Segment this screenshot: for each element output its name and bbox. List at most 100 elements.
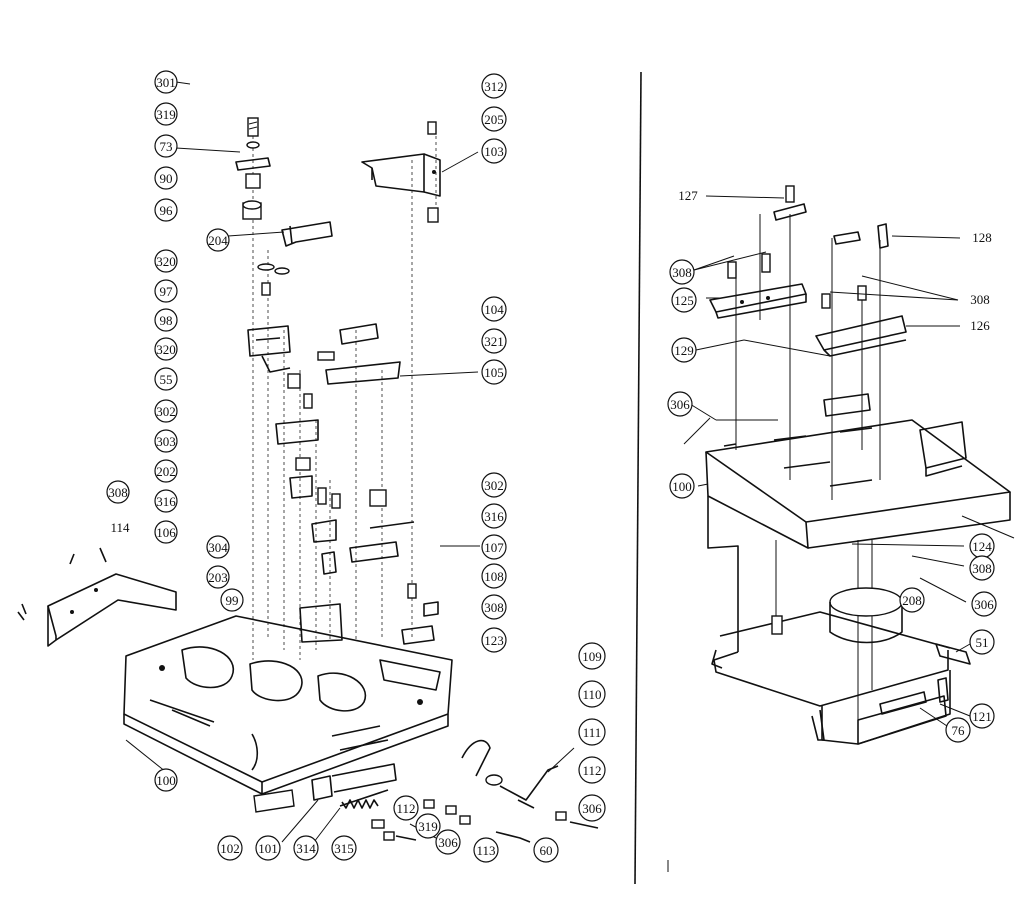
callout-label: 104: [481, 296, 507, 322]
callout-text: 60: [540, 843, 553, 858]
callout-text: 314: [296, 841, 316, 856]
callout-label: 208: [899, 587, 925, 613]
left-callouts: 301 319 73 90 96 204 320 97 98 320 55 30…: [106, 70, 244, 792]
callout-text: 96: [160, 203, 174, 218]
callout-text: 112: [396, 801, 415, 816]
callout-label: 127: [678, 188, 698, 203]
washer-parts: [247, 263, 401, 385]
callout-text: 204: [208, 233, 228, 248]
callout-label: 121: [969, 703, 995, 729]
callout-label: 204: [206, 228, 230, 252]
callout-label: 125: [671, 287, 697, 313]
callout-text: 303: [156, 434, 176, 449]
callout-label: 100: [669, 473, 695, 499]
callout-label: 306: [971, 591, 997, 617]
callout-text: 100: [672, 479, 692, 494]
callout-label: 306: [578, 794, 606, 822]
main-chassis: [123, 603, 453, 795]
callout-text: 126: [970, 318, 990, 333]
callout-text: 306: [974, 597, 994, 612]
callout-label: 205: [481, 106, 507, 132]
callout-text: 98: [160, 313, 173, 328]
callout-text: 106: [156, 525, 176, 540]
callout-text: 308: [970, 292, 990, 307]
middle-column-parts: [275, 373, 439, 645]
callout-text: 308: [972, 561, 992, 576]
callout-label: 124: [969, 533, 995, 559]
callout-label: 203: [206, 565, 230, 589]
callout-text: 302: [484, 478, 504, 493]
callout-text: 316: [156, 494, 176, 509]
callout-label: 316: [481, 503, 507, 529]
callout-text: 203: [208, 570, 228, 585]
callout-label: 123: [481, 627, 507, 653]
callout-text: 308: [484, 600, 504, 615]
mechanism-exploded-view: 301 319 73 90 96 204 320 97 98 320 55 30…: [17, 70, 606, 863]
callout-text: 110: [582, 687, 601, 702]
callout-text: 107: [484, 540, 504, 555]
lower-small-parts: [253, 739, 599, 843]
callout-text: 109: [582, 649, 602, 664]
callout-text: 308: [108, 485, 128, 500]
callout-label: 107: [481, 534, 507, 560]
callout-text: 315: [334, 841, 354, 856]
callout-text: 321: [484, 334, 504, 349]
top-screw-stack: [235, 117, 271, 220]
callout-text: 308: [672, 265, 692, 280]
callout-label: 306: [435, 829, 461, 855]
callout-label: 202: [154, 459, 178, 483]
callout-label: 319: [415, 813, 441, 839]
callout-text: 312: [484, 79, 504, 94]
callout-text: 124: [972, 539, 992, 554]
side-bracket-part: [17, 547, 177, 647]
callout-text: 125: [674, 293, 694, 308]
top-bracket-pieces: [709, 185, 907, 357]
callout-label: 321: [481, 328, 507, 354]
callout-label: 100: [154, 768, 178, 792]
callout-label: 113: [473, 837, 499, 863]
callout-label: 51: [969, 629, 995, 655]
assembly-axes: [252, 130, 437, 660]
callout-text: 108: [484, 569, 504, 584]
callout-text: 301: [156, 75, 176, 90]
callout-label: 73: [154, 134, 178, 158]
callout-text: 306: [438, 835, 458, 850]
frame-assembly-view: 127 128 308 308 125 126 129 306 100 124 …: [667, 185, 1015, 872]
callout-text: 104: [484, 302, 504, 317]
bracket-part: [281, 221, 333, 247]
callout-label: 304: [206, 535, 230, 559]
callout-label: 97: [154, 279, 178, 303]
callout-label: 105: [481, 359, 507, 385]
callout-text: 127: [678, 188, 698, 203]
callout-label: 314: [293, 835, 319, 861]
callout-text: 320: [156, 254, 176, 269]
callout-label: 111: [578, 718, 606, 746]
callout-text: 99: [226, 593, 239, 608]
divider-line: [634, 71, 642, 885]
callout-text: 302: [156, 404, 176, 419]
callout-label: 301: [154, 70, 178, 94]
callout-label: 103: [481, 138, 507, 164]
leader-lines: [125, 81, 575, 843]
callout-label: 308: [970, 292, 990, 307]
callout-label: 308: [669, 259, 695, 285]
callout-text: 306: [670, 397, 690, 412]
top-bracket-part: [361, 121, 441, 223]
callout-label: 98: [154, 308, 178, 332]
callout-text: 113: [476, 843, 495, 858]
callout-text: 90: [160, 171, 173, 186]
right-callouts: 312 205 103 104 321 105 302 316 107 108 …: [481, 73, 507, 653]
callout-text: 123: [484, 633, 504, 648]
callout-label: 320: [154, 249, 178, 273]
callout-label: 110: [578, 680, 606, 708]
callout-label: 316: [154, 489, 178, 513]
callout-label: 302: [154, 399, 178, 423]
callout-label: 302: [481, 472, 507, 498]
callout-label: 308: [106, 480, 130, 504]
callout-text: 103: [484, 144, 504, 159]
callout-text: 128: [972, 230, 992, 245]
callout-label: 90: [154, 166, 178, 190]
callout-text: 114: [110, 520, 130, 535]
callout-text: 319: [156, 107, 176, 122]
callout-label: 315: [331, 835, 357, 861]
